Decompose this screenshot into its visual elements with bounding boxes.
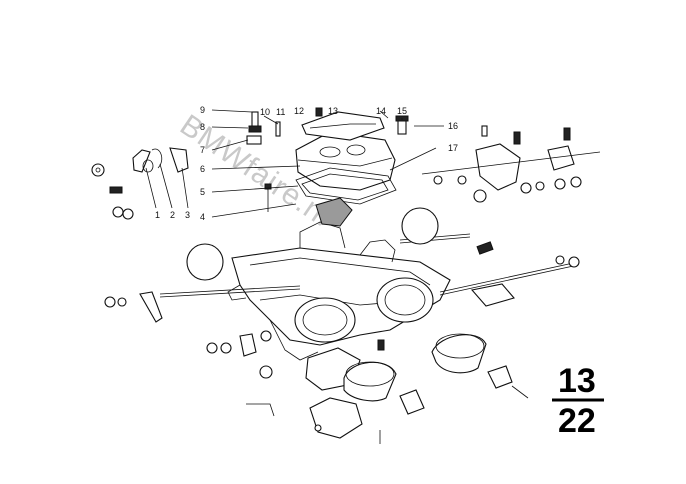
callout-5: 5: [200, 187, 205, 197]
throttle-bores: [294, 277, 434, 343]
callout-4: 4: [200, 212, 205, 222]
right-linkage: [421, 125, 601, 203]
callout-12: 12: [294, 106, 304, 116]
callout-numbers: 1 2 3 4 5 6 7 8 9 10 11 12 13 14 15 16 1…: [155, 105, 458, 222]
left-linkage: [91, 147, 189, 220]
callout-1: 1: [155, 210, 160, 220]
callout-3: 3: [185, 210, 190, 220]
callout-9: 9: [200, 105, 205, 115]
leader-lines: [145, 109, 444, 218]
callout-11: 11: [276, 107, 285, 117]
gasket-discs: [186, 207, 439, 281]
lower-bores: [343, 333, 487, 402]
cover-gasket: [295, 167, 397, 205]
page-ref-top: 13: [558, 362, 596, 400]
callout-2: 2: [170, 210, 175, 220]
callout-15: 15: [397, 106, 407, 116]
callout-16: 16: [448, 121, 458, 131]
callout-6: 6: [200, 164, 205, 174]
callout-8: 8: [200, 122, 205, 132]
shaft-hardware: [104, 241, 580, 323]
float-chamber-cover: [295, 111, 396, 191]
page-ref-bottom: 22: [558, 402, 596, 440]
callout-17: 17: [448, 143, 458, 153]
throttle-shafts: [159, 233, 579, 298]
page-reference: 13 22: [552, 362, 604, 440]
float: [315, 197, 353, 227]
lower-hardware: [206, 330, 529, 417]
callout-13: 13: [328, 106, 338, 116]
callout-10: 10: [260, 107, 270, 117]
callout-14: 14: [376, 106, 386, 116]
callout-7: 7: [200, 145, 205, 155]
